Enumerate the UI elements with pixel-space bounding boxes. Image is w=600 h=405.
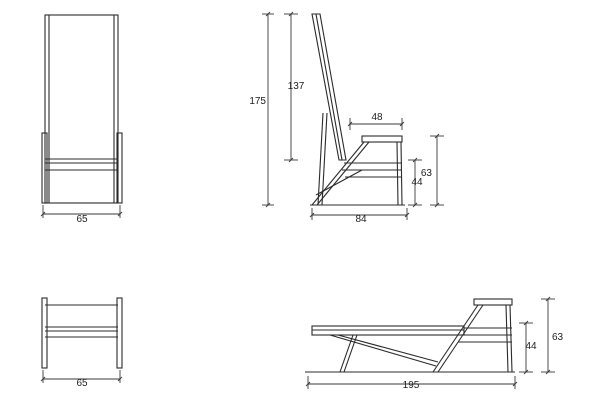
upright-front-chair: [41, 14, 123, 204]
reclined-side-view: 63 44 195: [305, 296, 564, 391]
reclined-front-view: 65: [40, 297, 123, 389]
upright-side-view: 175 175 137 48 63: [249, 11, 444, 225]
reclined-front-chair: [41, 297, 123, 369]
reclined-side-length-label: 195: [403, 380, 420, 391]
reclined-front-width-label: 65: [76, 378, 88, 389]
reclined-side-seat-height-label: 44: [525, 341, 537, 352]
upright-side-armrest-label: 48: [371, 112, 383, 123]
upright-side-back-dimension: 137: [284, 11, 305, 163]
upright-side-depth-label: 84: [355, 214, 367, 225]
upright-side-arm-height-dimension: 63: [421, 133, 444, 208]
upright-side-armrest-dimension: 48: [347, 112, 405, 130]
upright-side-height-label-h: 175: [249, 96, 266, 107]
upright-side-height-dimension: 175 175: [249, 11, 274, 208]
reclined-side-seat-height-dimension: 44: [519, 320, 537, 375]
upright-side-depth-dimension: 84: [309, 208, 410, 225]
reclined-side-arm-height-dimension: 63: [541, 296, 564, 375]
upright-side-seat-height-label: 44: [411, 177, 423, 188]
upright-side-chair: [310, 13, 405, 206]
upright-side-arm-height-label: 63: [421, 168, 433, 179]
upright-front-view: 65: [40, 14, 123, 225]
reclined-front-width-dimension: 65: [40, 370, 123, 389]
upright-side-seat-height-dimension: 44: [408, 157, 423, 208]
reclined-side-chair: [305, 298, 515, 373]
upright-front-width-dimension: 65: [40, 205, 123, 225]
reclined-side-length-dimension: 195: [305, 376, 518, 391]
upright-side-back-label: 137: [288, 81, 305, 92]
reclined-side-arm-height-label: 63: [552, 332, 564, 343]
upright-front-width-label: 65: [76, 214, 88, 225]
